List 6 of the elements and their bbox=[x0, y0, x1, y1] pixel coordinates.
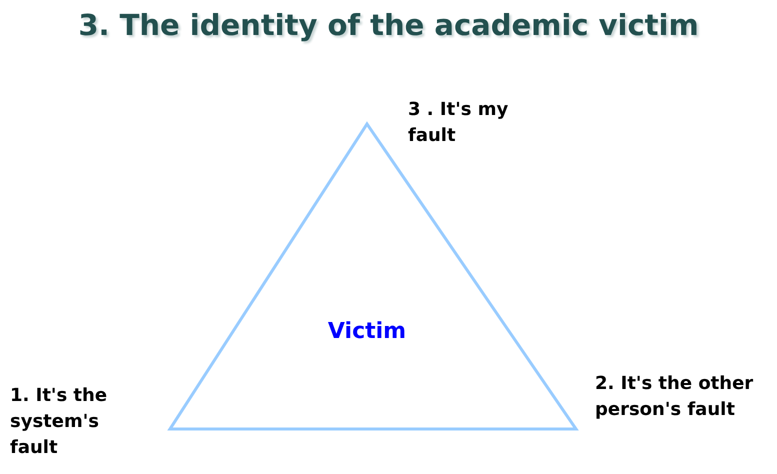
vertex-label: 2. It's the other person's fault bbox=[595, 372, 754, 422]
vertex-label: 3 . It's my fault bbox=[408, 98, 510, 148]
vertex-label: 1. It's the system's fault bbox=[10, 384, 108, 460]
node-label: Victim bbox=[328, 318, 406, 344]
triangle-shape bbox=[168, 122, 578, 432]
title: 3. The identity of the academic victim bbox=[77, 8, 700, 42]
